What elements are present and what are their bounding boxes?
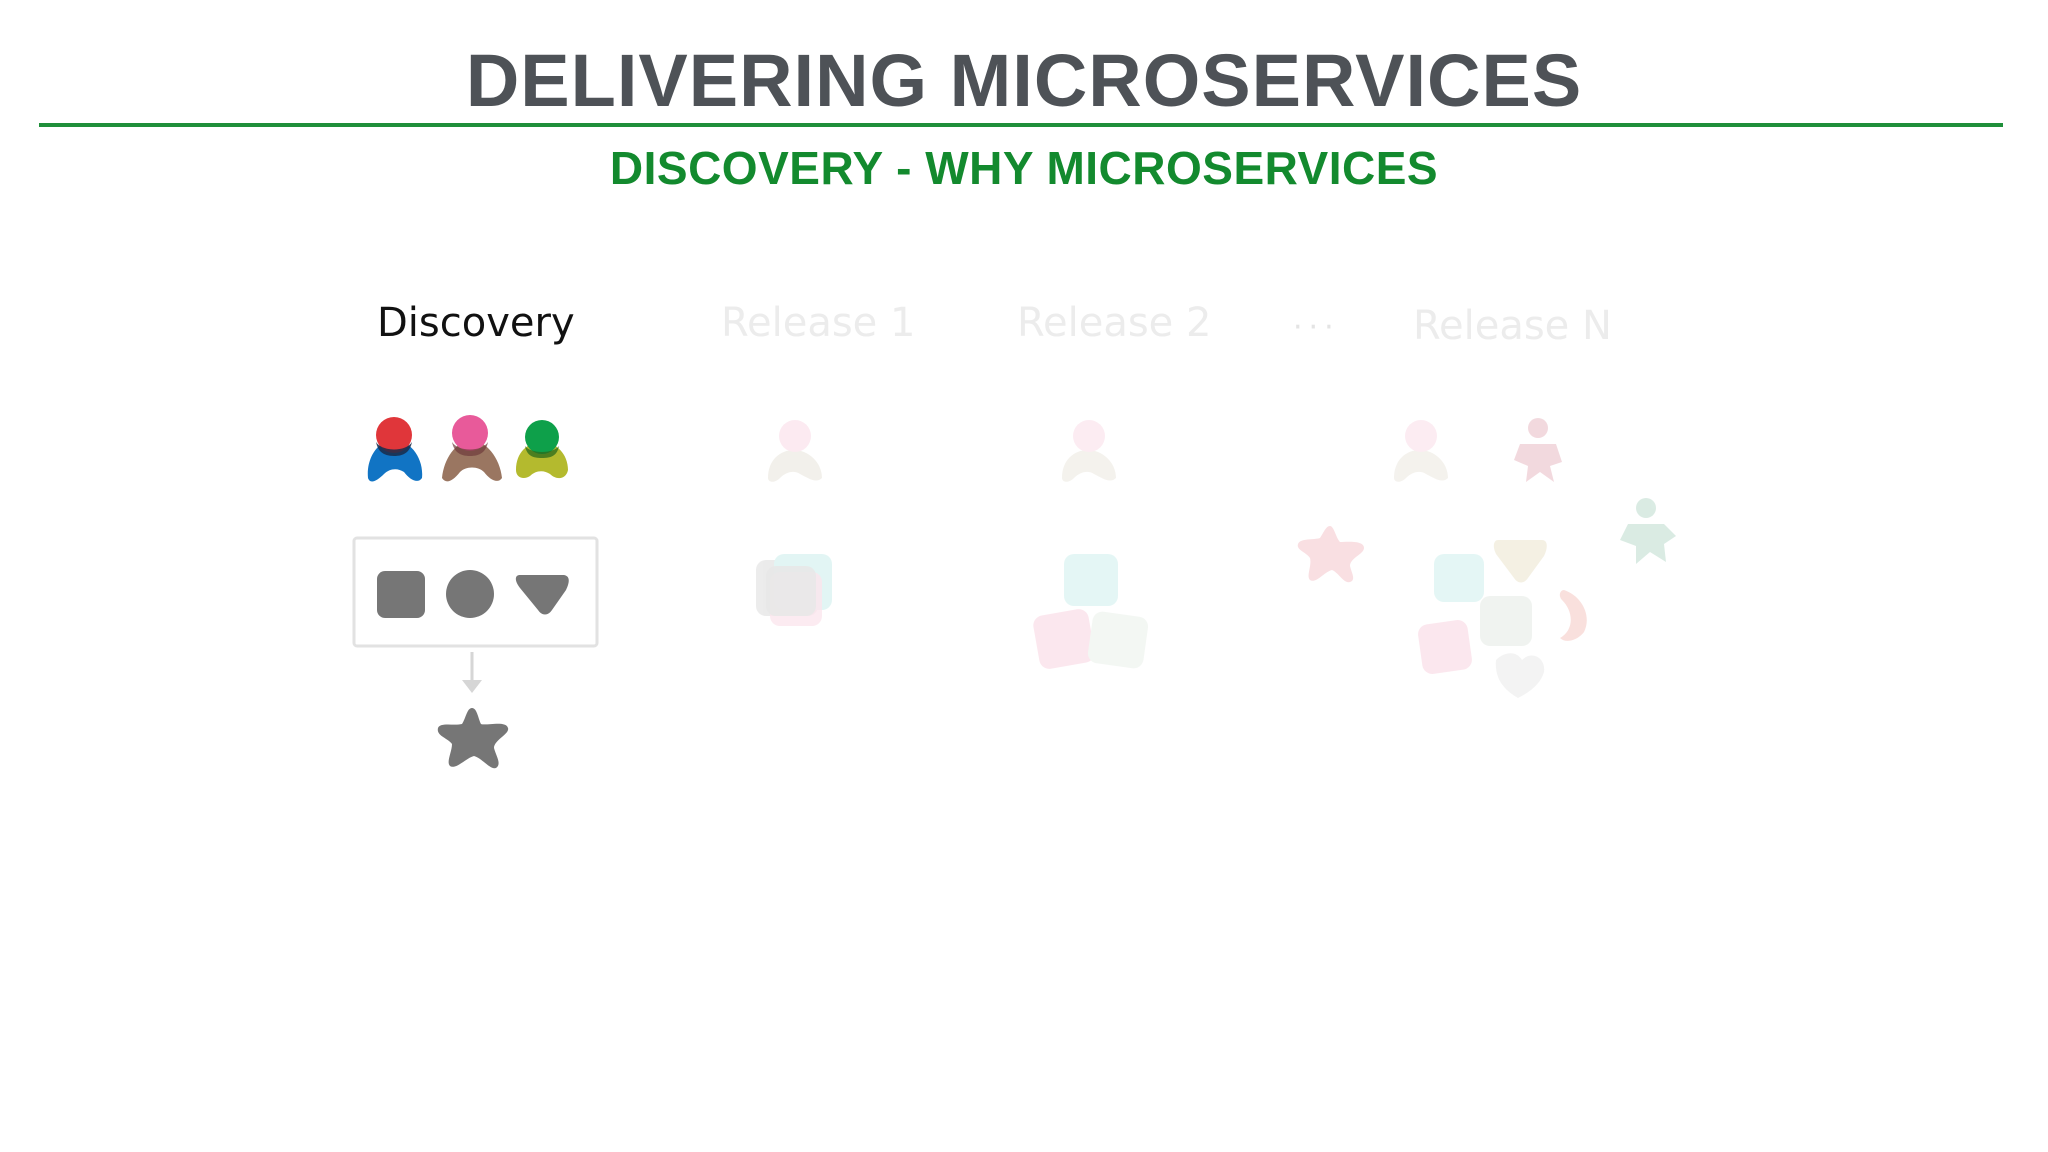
- slide-subtitle: DISCOVERY - WHY MICROSERVICES: [609, 142, 1439, 194]
- circle-shape-icon: [446, 570, 494, 618]
- star-shape-icon: [437, 708, 509, 769]
- square-shape-icon: [377, 571, 425, 618]
- person-1-icon: [367, 417, 423, 482]
- title-divider: [39, 123, 2003, 127]
- release-n-graphics: [1297, 418, 1676, 698]
- column-label-release-2: Release 2: [1017, 300, 1212, 346]
- shapes-box: [352, 536, 599, 648]
- release-1-graphics: [756, 420, 832, 626]
- column-label-release-1: Release 1: [721, 300, 916, 346]
- triangle-shape-icon: [515, 575, 569, 615]
- ellipsis: ···: [1293, 310, 1340, 345]
- person-2-icon: [442, 415, 502, 482]
- column-label-discovery: Discovery: [377, 300, 575, 346]
- down-arrow-icon: [462, 652, 482, 693]
- column-label-release-n: Release N: [1413, 303, 1612, 349]
- person-3-icon: [516, 420, 568, 479]
- release-2-graphics: [1033, 420, 1149, 669]
- slide-title: DELIVERING MICROSERVICES: [465, 39, 1583, 122]
